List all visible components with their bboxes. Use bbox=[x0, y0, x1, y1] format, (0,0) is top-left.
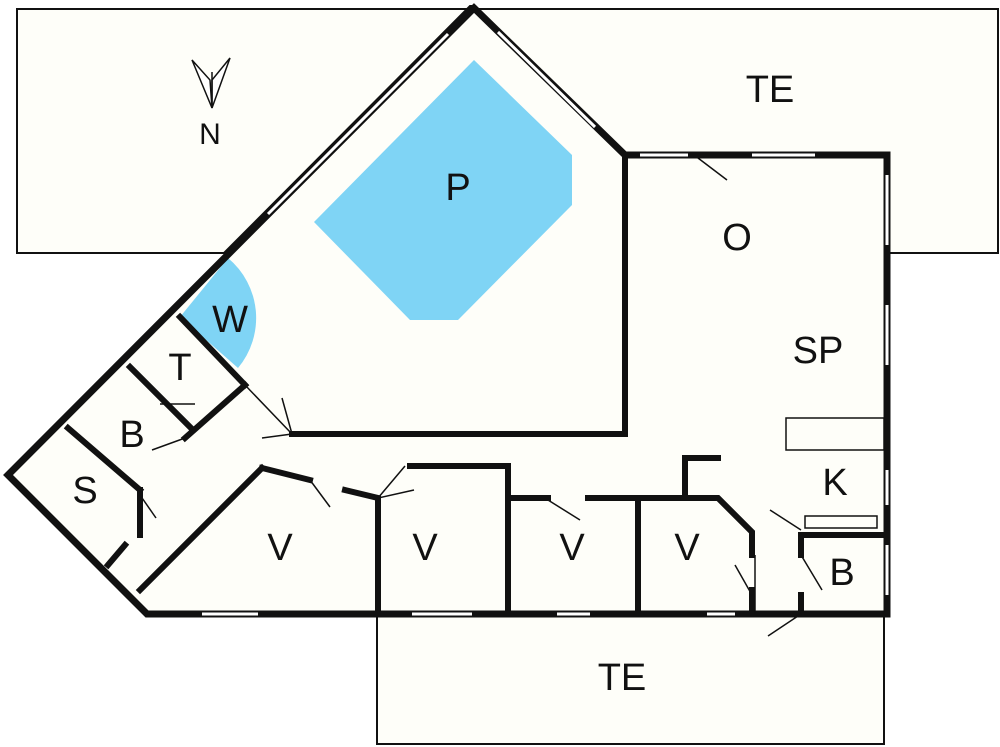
terrace-bottom bbox=[376, 613, 885, 745]
fixtures bbox=[785, 417, 885, 529]
room-label-toilet: T bbox=[168, 347, 191, 389]
north-arrow-icon bbox=[191, 57, 231, 109]
windows bbox=[202, 30, 889, 616]
room-label-bath-left: B bbox=[119, 414, 144, 456]
pool bbox=[314, 60, 572, 320]
compass-label: N bbox=[199, 118, 221, 151]
room-label-sauna-room: SP bbox=[793, 330, 844, 372]
whirlpool bbox=[180, 258, 257, 368]
room-label-bath-right: B bbox=[829, 552, 854, 594]
room-label-bedroom-4: V bbox=[674, 527, 700, 569]
room-label-living: O bbox=[722, 217, 752, 259]
room-label-sauna: S bbox=[72, 470, 97, 512]
door-swings bbox=[139, 157, 823, 637]
room-label-bedroom-1: V bbox=[267, 527, 293, 569]
room-label-bedroom-3: V bbox=[559, 527, 585, 569]
interior-walls bbox=[63, 152, 887, 617]
room-label-terrace-top: TE bbox=[746, 69, 795, 111]
room-label-bedroom-2: V bbox=[412, 527, 438, 569]
room-label-whirlpool: W bbox=[212, 299, 248, 341]
room-label-pool: P bbox=[445, 167, 470, 209]
room-label-kitchen: K bbox=[822, 462, 847, 504]
room-label-terrace-bottom: TE bbox=[598, 657, 647, 699]
